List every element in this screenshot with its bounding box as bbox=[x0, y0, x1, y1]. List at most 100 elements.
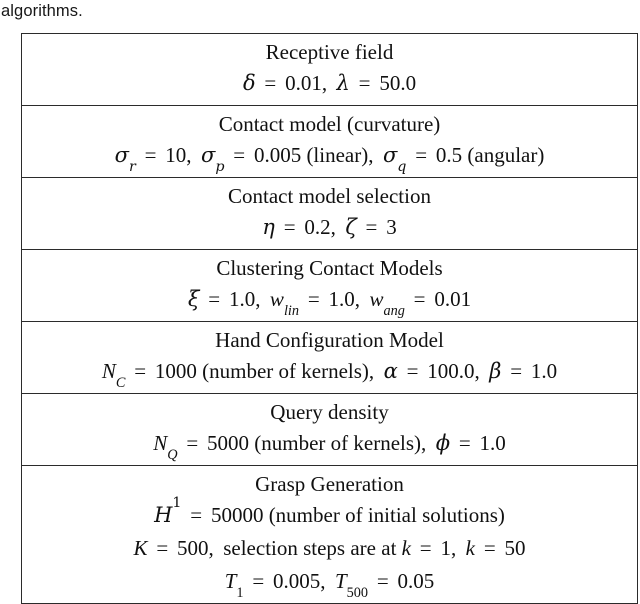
section-title: Grasp Generation bbox=[255, 472, 404, 496]
math-token-num: 0.05 bbox=[397, 569, 435, 593]
math-token-num: 1.0 bbox=[328, 287, 355, 311]
section-title: Contact model (curvature) bbox=[218, 112, 441, 136]
math-token-greek: β bbox=[489, 359, 502, 383]
section-formula: δ = 0.01, λ = 50.0 bbox=[24, 67, 635, 100]
math-token-var: T1 bbox=[224, 569, 244, 602]
math-token-greek: δ bbox=[242, 71, 256, 95]
section-title: Clustering Contact Models bbox=[216, 256, 443, 280]
table-row: Receptive field δ = 0.01, λ = 50.0 bbox=[21, 33, 638, 106]
math-token-num: 50000 bbox=[210, 503, 264, 527]
section-content: Hand Configuration Model NC = 1000 (numbe… bbox=[22, 322, 637, 393]
math-token-op: = bbox=[144, 143, 157, 167]
math-token-op: = bbox=[483, 536, 496, 560]
math-token-op: = bbox=[307, 287, 320, 311]
math-token-num: 0.005 bbox=[253, 143, 302, 167]
section-formula: η = 0.2, ζ = 3 bbox=[24, 211, 635, 244]
math-subscript: 500 bbox=[346, 585, 369, 602]
math-token-op: = bbox=[264, 71, 277, 95]
math-token-num: 1.0 bbox=[479, 431, 506, 455]
math-punct: , bbox=[321, 71, 328, 95]
section-content: Receptive field δ = 0.01, λ = 50.0 bbox=[22, 34, 637, 105]
math-token-op: = bbox=[365, 215, 378, 239]
math-token-op: = bbox=[358, 71, 371, 95]
math-token-text: (number of kernels) bbox=[202, 359, 369, 383]
math-punct: , bbox=[208, 536, 214, 560]
math-token-num: 50.0 bbox=[379, 71, 417, 95]
math-token-op: = bbox=[419, 536, 432, 560]
math-token-num: 1.0 bbox=[228, 287, 256, 311]
math-token-num: 500 bbox=[177, 536, 209, 560]
math-punct: , bbox=[354, 287, 360, 311]
math-token-num: 0.5 bbox=[435, 143, 463, 167]
math-token-op: = bbox=[406, 359, 419, 383]
math-token-var: NQ bbox=[153, 431, 178, 464]
math-token-op: = bbox=[252, 569, 265, 593]
math-token-op: = bbox=[186, 431, 199, 455]
math-token-var: k bbox=[401, 536, 411, 560]
math-subscript: 1 bbox=[236, 585, 244, 602]
section-title: Query density bbox=[270, 400, 389, 424]
math-punct: , bbox=[368, 359, 375, 383]
math-token-greek: σq bbox=[382, 143, 407, 176]
math-token-greek: η bbox=[262, 215, 275, 239]
math-token-greek: λ bbox=[336, 71, 350, 95]
math-token-var: NC bbox=[101, 359, 126, 392]
math-punct: , bbox=[255, 287, 261, 311]
section-formula: T1 = 0.005, T500 = 0.05 bbox=[24, 565, 635, 602]
parameter-section-cell: Hand Configuration Model NC = 1000 (numbe… bbox=[21, 321, 638, 394]
math-token-num: 100.0 bbox=[427, 359, 475, 383]
math-token-greek: σr bbox=[114, 143, 136, 176]
math-subscript: ang bbox=[383, 303, 405, 320]
section-formula: NC = 1000 (number of kernels), α = 100.0… bbox=[24, 355, 635, 392]
math-punct: , bbox=[330, 215, 336, 239]
math-token-num: 0.2 bbox=[304, 215, 331, 239]
math-token-var: T500 bbox=[334, 569, 369, 602]
math-token-var: K bbox=[133, 536, 148, 560]
math-token-greek: ζ bbox=[345, 215, 357, 239]
math-subscript: C bbox=[115, 375, 126, 392]
table-row: Contact model (curvature)σr = 10, σp = 0… bbox=[21, 105, 638, 178]
section-title: Hand Configuration Model bbox=[215, 328, 444, 352]
math-token-var: wang bbox=[369, 287, 405, 320]
math-punct: , bbox=[474, 359, 480, 383]
math-token-op: = bbox=[134, 359, 147, 383]
section-title: Receptive field bbox=[265, 40, 394, 64]
parameter-section-cell: Contact model (curvature)σr = 10, σp = 0… bbox=[21, 105, 638, 178]
math-token-text: (linear) bbox=[306, 143, 369, 167]
math-token-op: = bbox=[190, 503, 203, 527]
body-paragraph-tail: algorithms. bbox=[1, 2, 83, 20]
math-token-op: = bbox=[415, 143, 428, 167]
math-token-num: 1 bbox=[440, 536, 451, 560]
math-token-op: = bbox=[156, 536, 169, 560]
math-token-var: k bbox=[465, 536, 475, 560]
math-superscript: 1 bbox=[172, 494, 182, 511]
math-token-text: (number of initial solutions) bbox=[268, 503, 505, 527]
math-punct: , bbox=[320, 569, 326, 593]
section-formula: NQ = 5000 (number of kernels), ϕ = 1.0 bbox=[24, 427, 635, 464]
math-punct: , bbox=[368, 143, 374, 167]
math-subscript: r bbox=[128, 159, 136, 176]
math-token-cal: H1 bbox=[154, 494, 182, 527]
table-row: Hand Configuration Model NC = 1000 (numbe… bbox=[21, 321, 638, 394]
math-token-num: 0.01 bbox=[434, 287, 472, 311]
math-token-op: = bbox=[413, 287, 426, 311]
math-token-num: 3 bbox=[386, 215, 397, 239]
math-token-greek: ϕ bbox=[435, 431, 451, 455]
section-content: Contact model (curvature)σr = 10, σp = 0… bbox=[22, 106, 637, 177]
math-token-text: (number of kernels) bbox=[254, 431, 422, 455]
math-subscript: lin bbox=[283, 303, 299, 320]
math-token-num: 5000 bbox=[207, 431, 249, 455]
math-token-num: 10 bbox=[165, 143, 187, 167]
math-token-op: = bbox=[283, 215, 296, 239]
math-token-num: 50 bbox=[504, 536, 526, 560]
